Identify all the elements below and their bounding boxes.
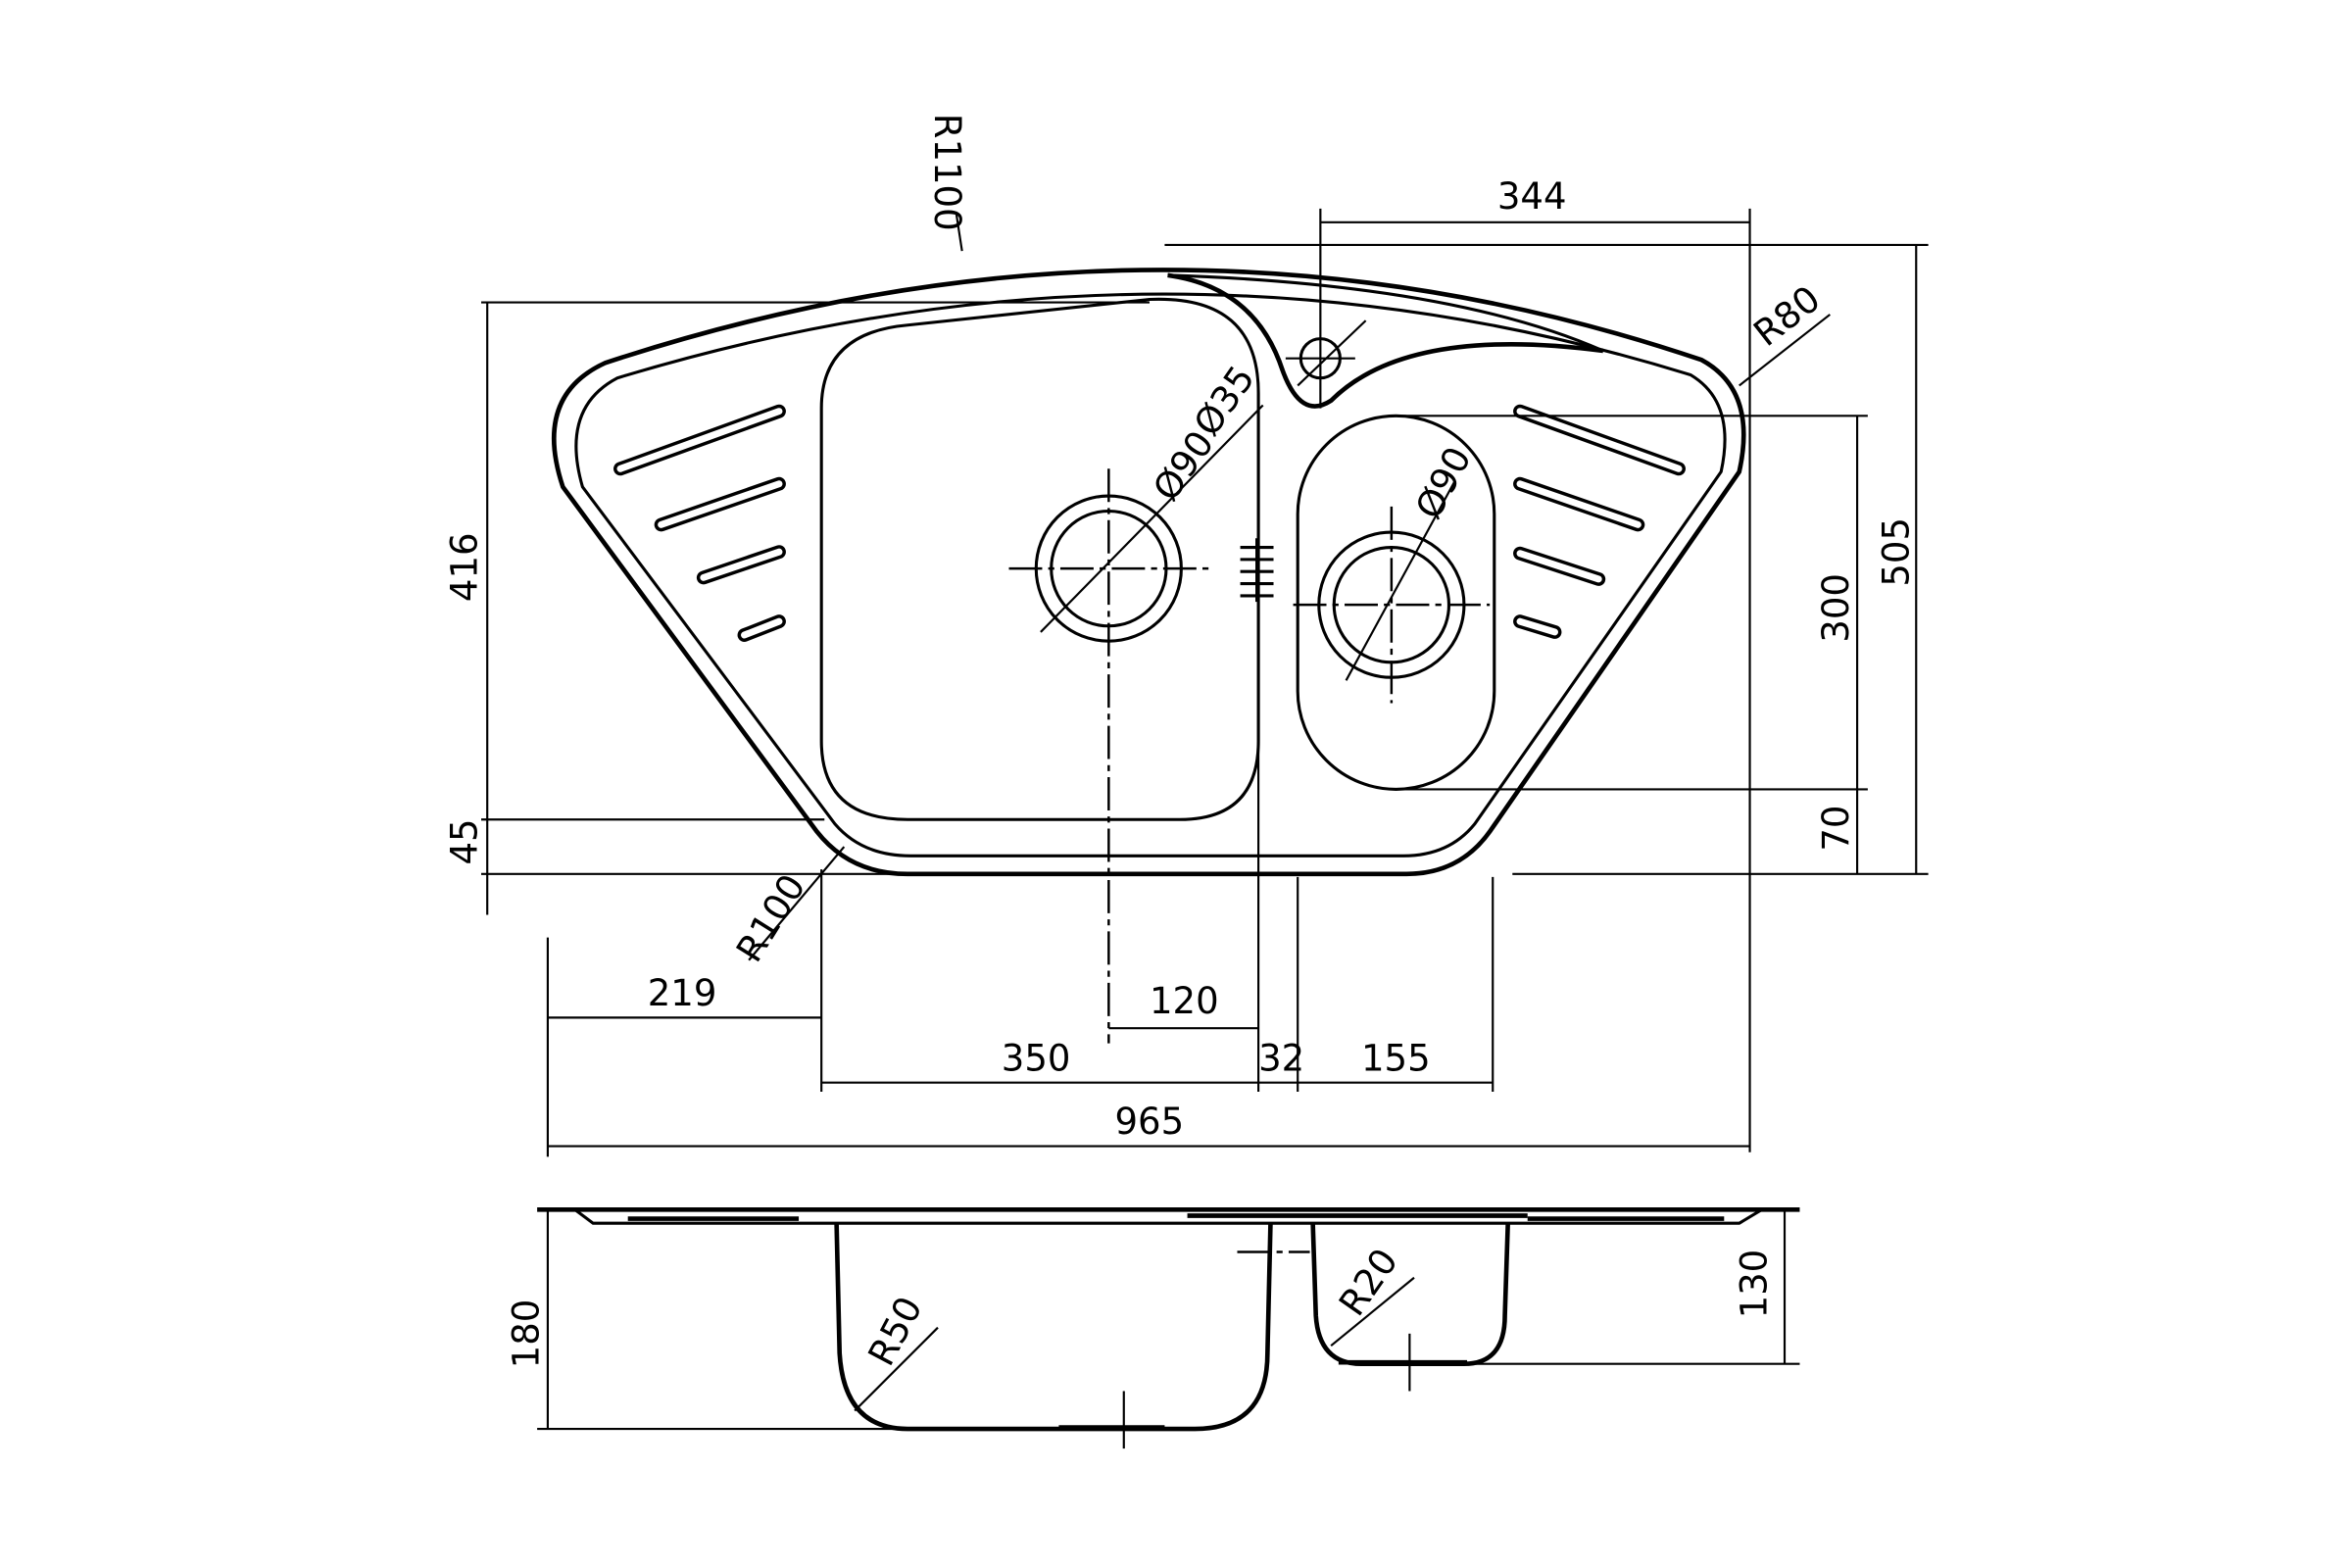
total-width-label: 965 [1115,1101,1185,1143]
small-bowl-length-label: 300 [1815,573,1857,643]
side-view: 180 130 R50 R20 [506,1207,1800,1449]
right-drainer-ribs [1513,404,1686,639]
big-bowl-depth-label: 180 [506,1299,548,1369]
overflow-icon [1240,538,1274,603]
big-bowl-width-label: 350 [1002,1037,1071,1079]
top-view: Ø90 Ø35 Ø90 [551,208,1746,1044]
big-bowl-length-label: 416 [443,532,485,602]
front-offset-label: 45 [443,818,485,864]
drain-offset-label: 120 [1150,980,1219,1022]
big-bowl-radius-label: R50 [860,1290,931,1372]
front-radius-label: R100 [728,867,814,970]
tap-hole [1285,208,1367,409]
small-bowl-depth-label: 130 [1734,1250,1776,1319]
total-depth-label: 505 [1876,517,1918,587]
small-bowl-drain [1293,480,1491,704]
top-view-dimensions: R1100 344 505 300 70 R80 416 45 R100 219… [443,114,1929,1157]
radius-top-label: R1100 [926,114,968,231]
big-bowl [819,297,1260,821]
big-bowl-drain [1008,404,1264,1044]
small-drain-diameter-label: Ø90 [1407,440,1480,526]
tap-ledge [1167,272,1604,409]
left-drainer-label: 219 [648,972,717,1014]
corner-radius-label: R80 [1746,277,1829,355]
sink-outer-outline [551,268,1746,877]
small-bowl-width-label: 155 [1361,1037,1431,1079]
small-bowl-radius-label: R20 [1331,1241,1406,1323]
left-drainer-ribs [613,404,786,642]
small-bowl-offset-label: 70 [1815,806,1857,852]
drainer-rim [1167,273,1604,353]
tap-offset-label: 344 [1497,175,1567,218]
sink-inner-outline [574,292,1727,858]
divider-label: 32 [1258,1037,1304,1079]
